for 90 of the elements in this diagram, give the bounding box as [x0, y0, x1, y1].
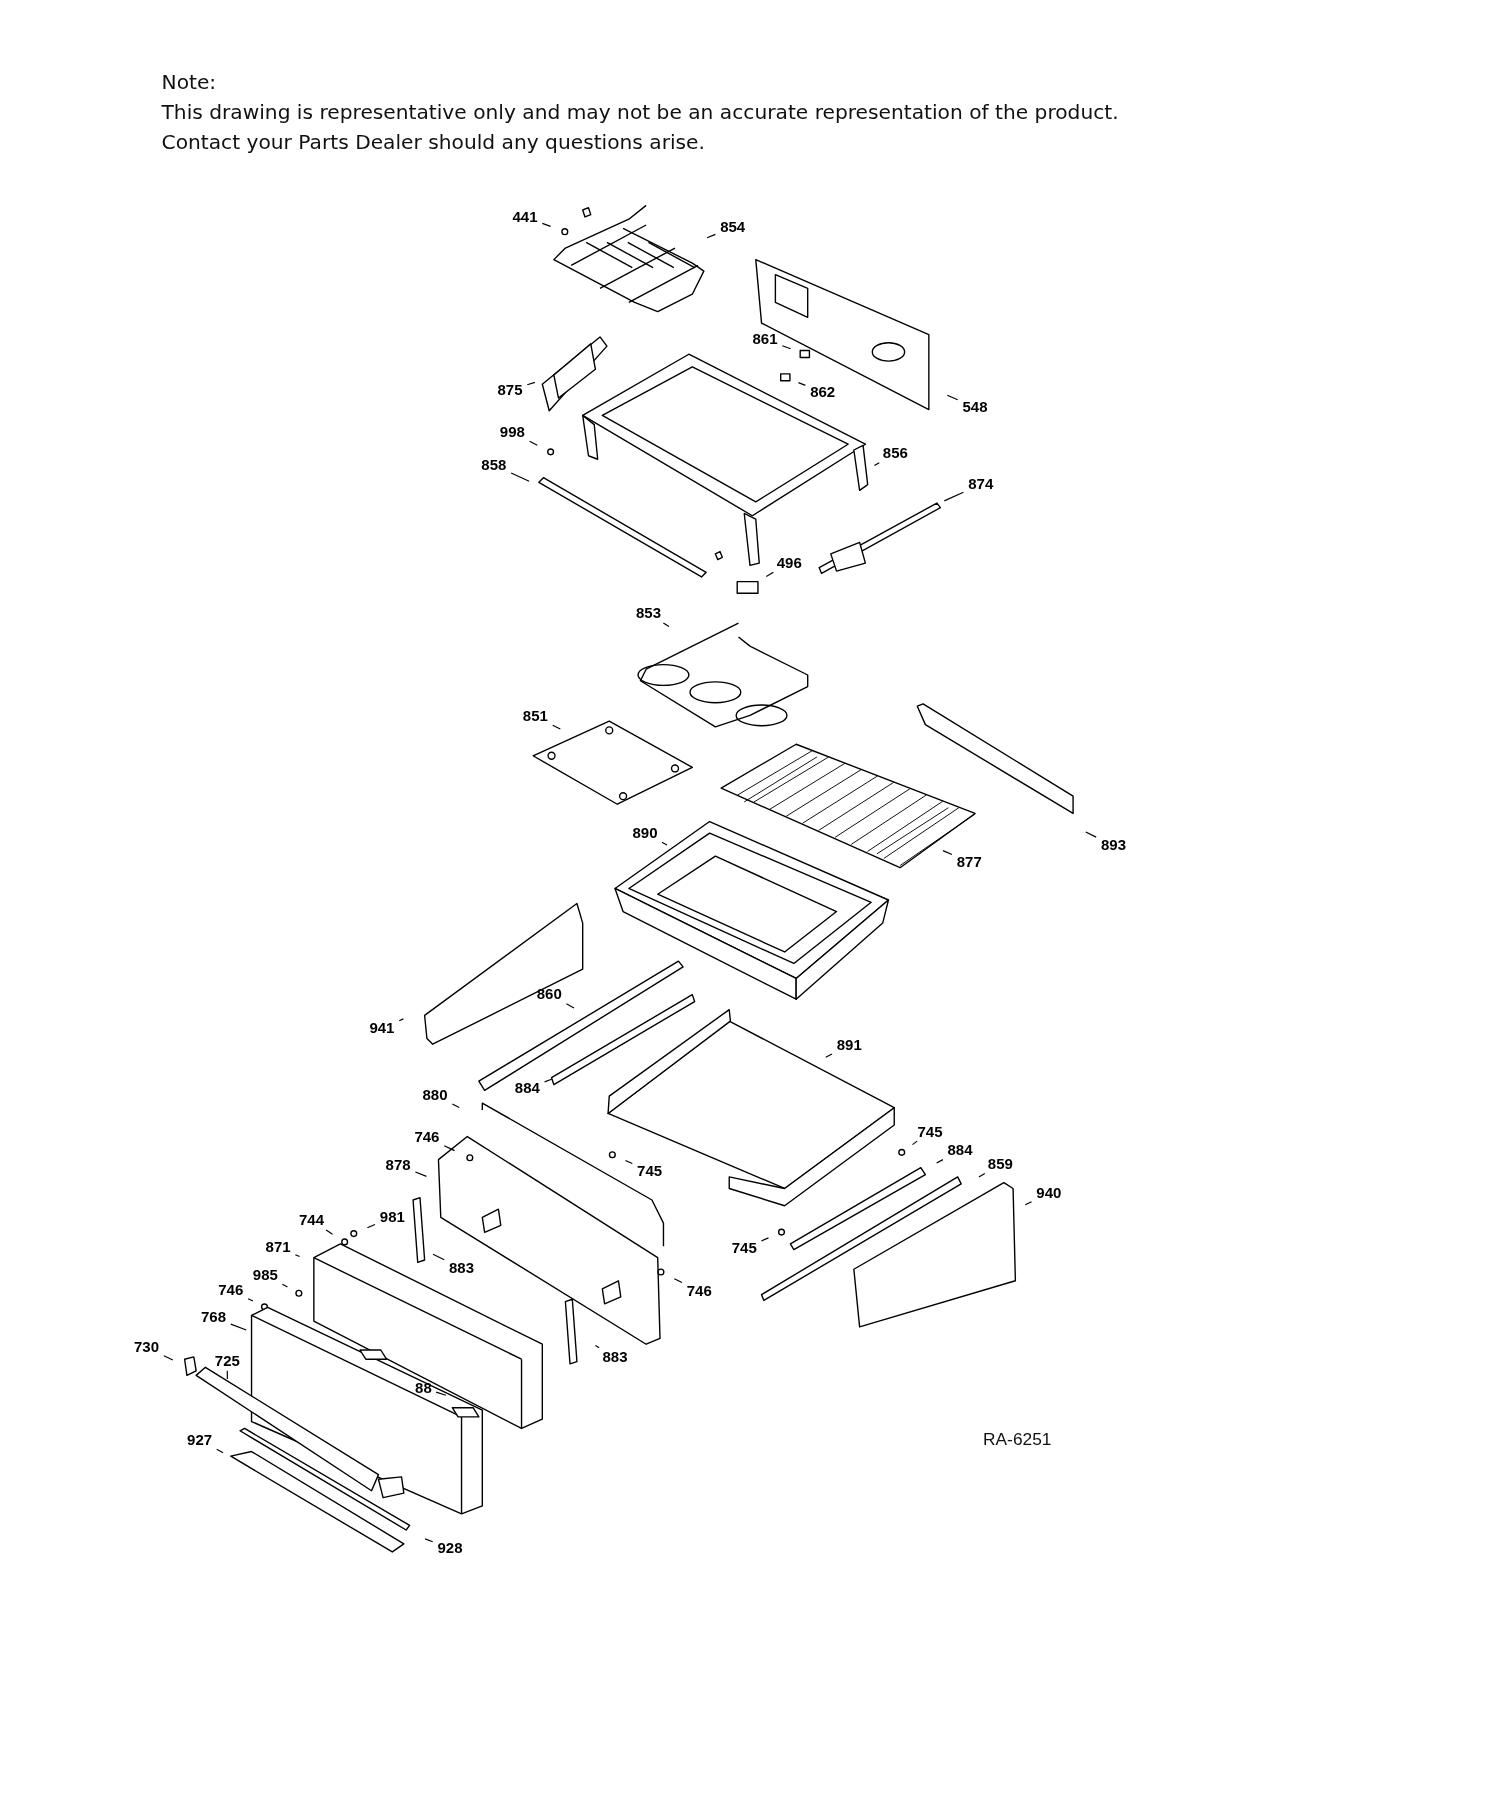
- callout-number: 851: [522, 708, 548, 725]
- leader-line: [978, 1172, 986, 1178]
- leader-line: [544, 1078, 553, 1083]
- leader-line: [911, 1140, 918, 1146]
- note-text: Contact your Parts Dealer should any questions arise.: [161, 129, 705, 155]
- leader-line: [526, 381, 536, 386]
- callout-number: 928: [437, 1540, 463, 1557]
- leader-line: [873, 462, 880, 467]
- leader-line: [760, 1237, 770, 1242]
- callout-number: 856: [882, 445, 908, 462]
- callout-number: 854: [720, 219, 746, 236]
- callout-number: 745: [637, 1163, 663, 1180]
- callout-number: 927: [187, 1431, 213, 1449]
- leader-line: [946, 394, 959, 401]
- callout-number: 548: [962, 399, 988, 416]
- leader-line: [943, 491, 965, 502]
- leader-line: [247, 1298, 254, 1302]
- leader-line: [424, 1538, 434, 1543]
- leader-line: [781, 345, 792, 350]
- callout-number: 88: [415, 1380, 432, 1397]
- leader-line: [216, 1448, 224, 1454]
- callout-number: 940: [1036, 1185, 1062, 1202]
- callout-number: 746: [218, 1281, 244, 1299]
- leader-line: [398, 1018, 404, 1022]
- callout-number: 746: [414, 1129, 440, 1146]
- callout-number: 884: [947, 1142, 973, 1159]
- callout-number: 745: [731, 1240, 757, 1257]
- leader-line: [325, 1229, 334, 1235]
- leader-line: [765, 571, 774, 578]
- leader-line: [541, 222, 552, 227]
- leader-line: [936, 1159, 944, 1164]
- leader-line: [435, 1391, 447, 1396]
- callout-number: 871: [265, 1239, 291, 1256]
- leader-line: [414, 1171, 428, 1177]
- leader-line: [451, 1103, 460, 1109]
- leader-line: [443, 1145, 456, 1152]
- callout-number: 858: [481, 456, 507, 474]
- leader-line: [529, 440, 538, 446]
- callout-number: 884: [514, 1080, 540, 1097]
- callout-number: 880: [422, 1086, 448, 1104]
- callout-number: 890: [632, 825, 658, 842]
- leader-line: [942, 850, 953, 856]
- note-heading: Note:: [161, 69, 217, 95]
- callout-number: 441: [512, 208, 538, 225]
- callout-number: 883: [602, 1348, 628, 1365]
- callout-number: 853: [635, 605, 661, 622]
- note-text: This drawing is representative only and may not be an accurate representation of the product.: [161, 99, 1119, 125]
- leader-line: [662, 622, 670, 628]
- callout-number: 730: [134, 1339, 160, 1356]
- leader-line: [706, 233, 716, 239]
- callout-number: 893: [1100, 837, 1126, 854]
- leader-line: [673, 1278, 683, 1284]
- callout-number: 745: [917, 1123, 943, 1140]
- leader-line: [226, 1370, 228, 1380]
- callout-number: 862: [810, 384, 836, 401]
- callout-number: 998: [499, 424, 525, 441]
- leader-line: [294, 1254, 301, 1258]
- callout-number: 768: [200, 1309, 226, 1326]
- leader-line: [1024, 1201, 1033, 1206]
- callout-number: 883: [449, 1260, 475, 1277]
- callout-number: 875: [497, 381, 523, 399]
- callout-number: 859: [987, 1156, 1013, 1173]
- callout-number: 746: [686, 1283, 712, 1300]
- leader-line: [825, 1053, 833, 1058]
- callout-number: 874: [968, 476, 994, 493]
- leader-line: [432, 1253, 445, 1261]
- leader-line: [661, 841, 668, 846]
- leader-line: [565, 1003, 575, 1009]
- callout-number: 496: [776, 555, 802, 572]
- callout-number: 744: [299, 1212, 325, 1229]
- callout-number: 861: [752, 331, 778, 348]
- leader-line: [281, 1283, 288, 1288]
- callout-number: 985: [252, 1266, 278, 1284]
- callout-number: 725: [214, 1353, 240, 1370]
- leader-line: [366, 1224, 376, 1229]
- leader-line: [594, 1345, 600, 1349]
- callout-number: 878: [385, 1157, 411, 1174]
- leader-line: [624, 1159, 633, 1165]
- callout-number: 860: [536, 986, 562, 1003]
- leader-line: [163, 1355, 174, 1361]
- leader-line: [797, 382, 806, 386]
- drawing-number: RA-6251: [983, 1428, 1052, 1449]
- leader-line: [230, 1323, 247, 1331]
- callout-number: 981: [379, 1209, 405, 1226]
- callout-number: 891: [836, 1037, 862, 1054]
- callout-number: 941: [369, 1020, 395, 1037]
- callout-number: 877: [956, 853, 982, 870]
- leader-line: [510, 472, 530, 482]
- leader-line: [1085, 831, 1097, 838]
- leader-line: [552, 724, 561, 730]
